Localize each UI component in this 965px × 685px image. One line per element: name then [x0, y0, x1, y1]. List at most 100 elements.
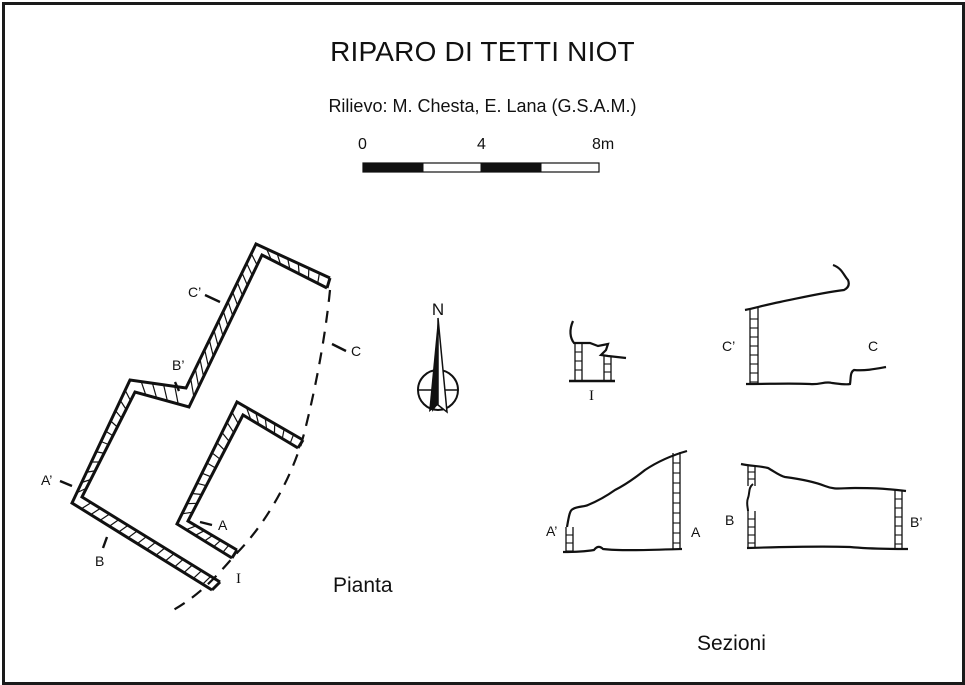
marker-c-tick [331, 342, 347, 353]
hatch-tick [183, 564, 193, 574]
hatch-tick [124, 389, 132, 402]
north-arrow-icon [417, 317, 459, 414]
hatch-tick [236, 282, 244, 296]
hatch-tick [196, 482, 207, 487]
hatch-tick [194, 368, 200, 387]
marker-c-prime-tick [204, 293, 221, 304]
plan-label-i: I [236, 571, 241, 587]
hatch-tick [231, 411, 239, 425]
plan-caption: Pianta [333, 574, 393, 597]
hatch-tick [216, 442, 226, 451]
hatch-tick [76, 487, 87, 494]
hatch-tick [174, 386, 179, 405]
hatch-tick [100, 440, 109, 446]
hatch-tick [202, 575, 212, 585]
scale-segment-2 [422, 162, 482, 173]
hatch-tick [287, 258, 291, 270]
plan-label-a: A [218, 517, 228, 533]
hatch-tick [127, 530, 138, 539]
section-c-prime-label: C’ [722, 338, 735, 354]
hatch-tick [151, 383, 158, 399]
hatch-tick [146, 541, 156, 550]
hatch-tick [227, 301, 234, 316]
marker-a-tick [199, 520, 213, 527]
hatch-tick [281, 429, 285, 439]
hatch-tick [140, 381, 147, 396]
outer-wall-inner-edge [80, 252, 328, 584]
survey-credits: Rilievo: M. Chesta, E. Lana (G.S.A.M.) [328, 96, 637, 116]
marker-b-prime-tick [173, 381, 181, 392]
plan-section-markers [59, 293, 347, 549]
wall-hatching [76, 248, 321, 585]
plan-label-a-prime: A’ [41, 472, 52, 488]
hatch-tick [199, 359, 205, 377]
section-c-prime-c [744, 263, 887, 386]
hatch-tick [164, 553, 175, 562]
section-i-label: I [589, 388, 594, 404]
hatch-tick [264, 418, 268, 430]
hatch-tick [163, 384, 168, 402]
hatch-tick [81, 478, 92, 484]
north-label: N [432, 300, 444, 319]
hatch-tick [201, 472, 212, 478]
marker-a-prime-tick [59, 479, 73, 488]
hatch-tick [221, 432, 230, 442]
section-a-prime-a [562, 449, 688, 554]
hatch-tick [232, 291, 239, 306]
hatch-tick [136, 536, 147, 545]
hatch-tick [118, 524, 129, 533]
section-a-prime-label: A’ [546, 523, 557, 539]
hatch-tick [204, 535, 213, 542]
hatch-tick [226, 422, 235, 433]
hatch-tick [241, 272, 248, 286]
scale-label-4: 4 [477, 136, 486, 153]
scale-label-0: 0 [358, 136, 367, 153]
scale-bar [362, 162, 600, 173]
hatch-tick [255, 412, 260, 425]
hatch-tick [115, 410, 123, 419]
hatch-tick [110, 420, 118, 428]
sections-caption: Sezioni [697, 632, 766, 655]
hatch-tick [289, 434, 295, 444]
hatch-tick [222, 544, 230, 553]
hatch-tick [208, 339, 214, 357]
hatch-tick [99, 513, 110, 521]
hatch-tick [96, 451, 105, 454]
hatch-tick [181, 511, 193, 515]
hatch-tick [297, 263, 300, 274]
section-a-label: A [691, 524, 701, 540]
hatch-tick [266, 248, 272, 260]
section-i [569, 320, 627, 383]
dripline-dashed [169, 289, 332, 613]
section-c-label: C [868, 338, 878, 354]
hatch-tick [250, 253, 258, 266]
hatch-tick [81, 502, 92, 510]
plan-label-c-prime: C’ [188, 284, 201, 300]
hatch-tick [191, 492, 202, 496]
drawing-title: RIPARO DI TETTI NIOT [330, 36, 635, 67]
hatch-tick [213, 330, 219, 347]
hatch-tick [218, 320, 224, 337]
hatch-tick [204, 349, 210, 367]
plan-label-b-prime: B’ [172, 357, 184, 373]
hatch-tick [222, 311, 229, 327]
scale-label-8m: 8m [592, 136, 615, 153]
hatch-tick [213, 539, 222, 548]
hatch-tick [155, 547, 166, 556]
hatch-tick [276, 253, 282, 265]
hatch-tick [195, 530, 205, 536]
scale-segment-3 [481, 163, 541, 172]
scale-segment-1 [363, 163, 423, 172]
outer-wall-outer-edge [70, 242, 331, 592]
hatch-tick [174, 558, 184, 568]
hatch-tick [317, 273, 321, 284]
hatch-tick [206, 462, 216, 469]
hatch-tick [86, 470, 96, 473]
hatch-tick [105, 430, 114, 437]
hatch-tick [119, 400, 127, 410]
hatch-tick [246, 262, 253, 276]
marker-b-tick [101, 536, 109, 549]
hatch-tick [190, 378, 195, 397]
